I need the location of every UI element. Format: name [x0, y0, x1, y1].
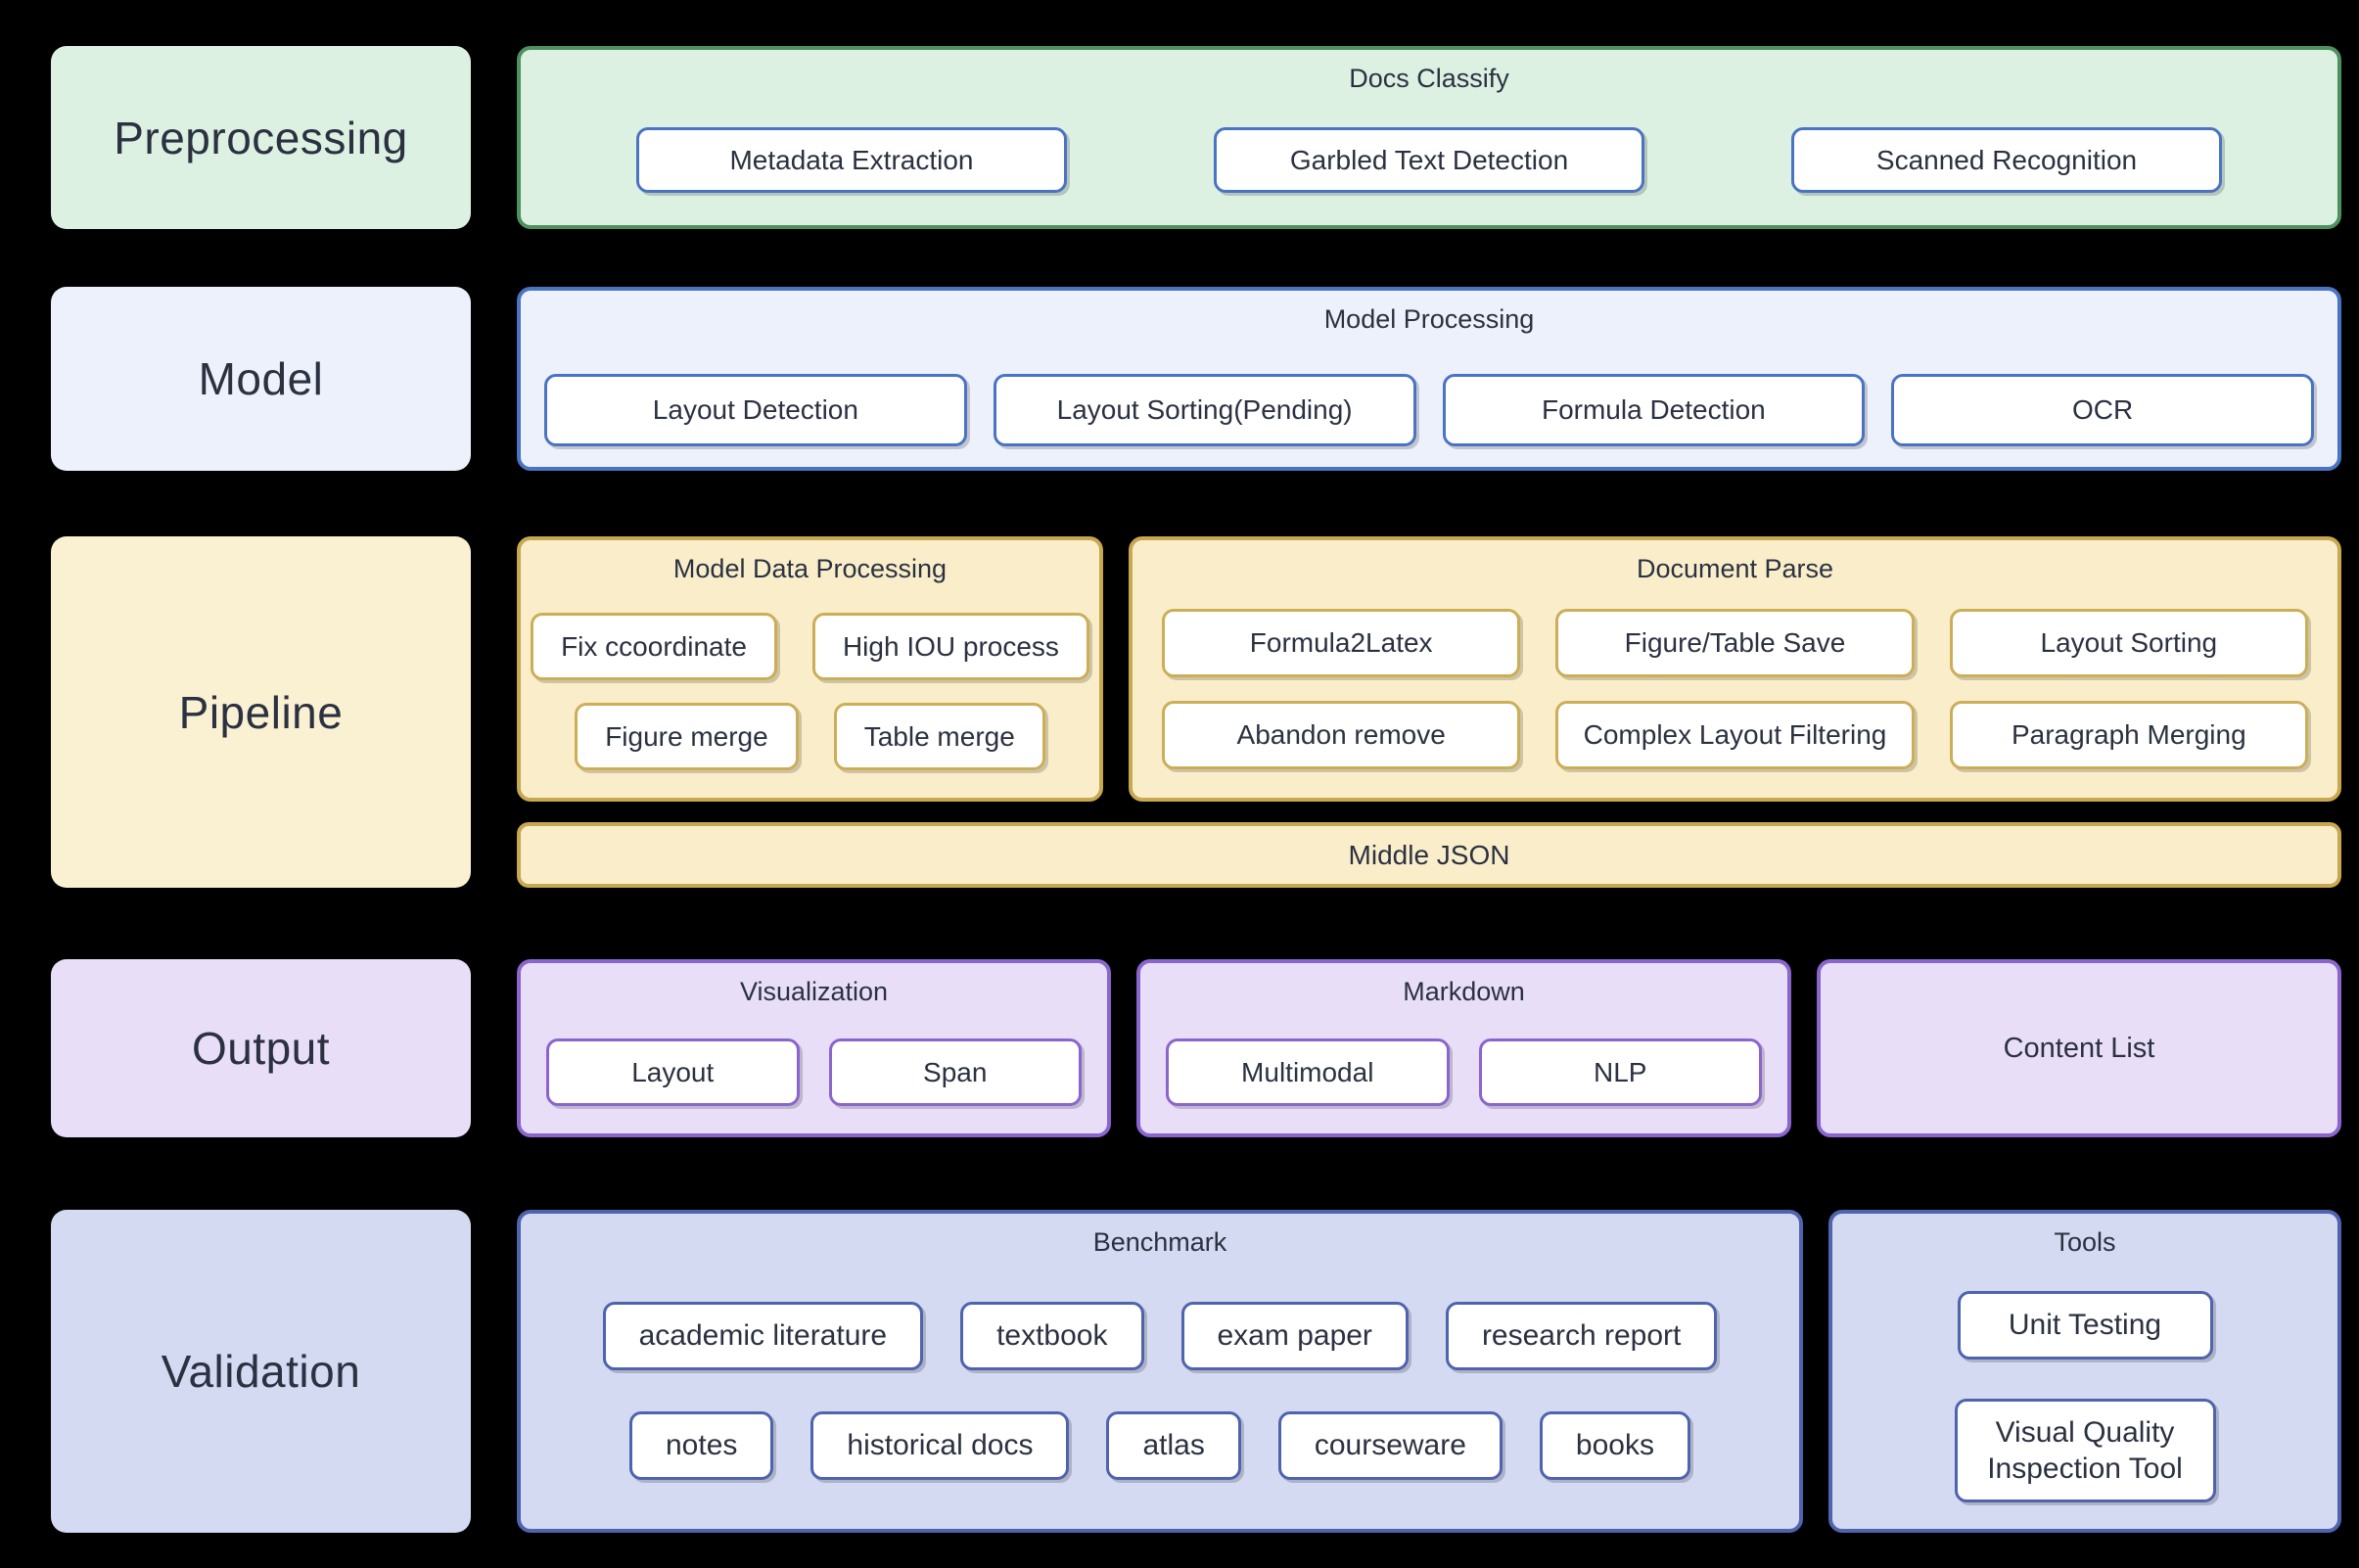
box-exam-paper: exam paper — [1180, 1302, 1409, 1370]
box-layout-sorting-pending: Layout Sorting(Pending) — [993, 374, 1416, 446]
box-unit-testing: Unit Testing — [1957, 1291, 2213, 1360]
visualization-title: Visualization — [739, 977, 889, 1006]
document-parse-row1: Formula2Latex Figure/Table Save Layout S… — [1162, 609, 2308, 677]
box-figure-table-save: Figure/Table Save — [1555, 609, 1915, 677]
markdown-items: Multimodal NLP — [1166, 1038, 1762, 1106]
row-preprocessing: Preprocessing Docs Classify Metadata Ext… — [51, 46, 2341, 229]
validation-containers: Benchmark academic literature textbook e… — [517, 1210, 2341, 1533]
box-scanned-recognition: Scanned Recognition — [1791, 127, 2222, 193]
box-high-iou-process: High IOU process — [811, 613, 1089, 680]
container-model-processing: Model Processing Layout Detection Layout… — [517, 287, 2341, 471]
box-ocr: OCR — [1891, 374, 2314, 446]
box-courseware: courseware — [1277, 1411, 1503, 1480]
row-pipeline-content: Model Data Processing Fix ccoordinate Hi… — [517, 536, 2341, 888]
container-document-parse: Document Parse Formula2Latex Figure/Tabl… — [1129, 536, 2341, 802]
row-model: Model Model Processing Layout Detection … — [51, 287, 2341, 471]
container-visualization: Visualization Layout Span — [517, 959, 1111, 1137]
box-complex-layout-filtering: Complex Layout Filtering — [1555, 701, 1915, 769]
box-textbook: textbook — [960, 1302, 1144, 1370]
box-abandon-remove: Abandon remove — [1162, 701, 1521, 769]
row-output: Output Visualization Layout Span Markdow… — [51, 959, 2341, 1137]
model-data-processing-row1: Fix ccoordinate High IOU process — [521, 613, 1099, 680]
row-model-content: Model Processing Layout Detection Layout… — [517, 287, 2341, 471]
model-data-processing-title: Model Data Processing — [672, 554, 948, 583]
box-paragraph-merging: Paragraph Merging — [1949, 701, 2308, 769]
row-preprocessing-content: Docs Classify Metadata Extraction Garble… — [517, 46, 2341, 229]
container-tools: Tools Unit Testing Visual Quality Inspec… — [1828, 1210, 2341, 1533]
row-validation-content: Benchmark academic literature textbook e… — [517, 1210, 2341, 1533]
document-parse-title: Document Parse — [1636, 554, 1834, 583]
box-table-merge: Table merge — [833, 703, 1045, 770]
tools-title: Tools — [2054, 1227, 2116, 1257]
stage-label-output: Output — [51, 959, 471, 1137]
docs-classify-items: Metadata Extraction Garbled Text Detecti… — [521, 127, 2337, 193]
box-garbled-text-detection: Garbled Text Detection — [1214, 127, 1644, 193]
benchmark-title: Benchmark — [1092, 1227, 1227, 1257]
box-layout-sorting: Layout Sorting — [1949, 609, 2308, 677]
pipeline-containers: Model Data Processing Fix ccoordinate Hi… — [517, 536, 2341, 802]
box-visual-quality-inspection-tool: Visual Quality Inspection Tool — [1954, 1399, 2216, 1502]
box-fix-ccoordinate: Fix ccoordinate — [531, 613, 777, 680]
stage-label-model: Model — [51, 287, 471, 471]
model-processing-items: Layout Detection Layout Sorting(Pending)… — [544, 374, 2314, 446]
document-parse-row2: Abandon remove Complex Layout Filtering … — [1162, 701, 2308, 769]
model-processing-title: Model Processing — [1323, 304, 1535, 334]
box-formula-detection: Formula Detection — [1442, 374, 1866, 446]
box-books: books — [1539, 1411, 1690, 1480]
box-multimodal: Multimodal — [1166, 1038, 1450, 1106]
benchmark-row2: notes historical docs atlas courseware b… — [521, 1411, 1799, 1480]
box-layout: Layout — [546, 1038, 800, 1106]
box-formula2latex: Formula2Latex — [1162, 609, 1521, 677]
box-layout-detection: Layout Detection — [544, 374, 967, 446]
box-research-report: research report — [1445, 1302, 1718, 1370]
box-figure-merge: Figure merge — [575, 703, 799, 770]
box-notes: notes — [629, 1411, 774, 1480]
container-docs-classify: Docs Classify Metadata Extraction Garble… — [517, 46, 2341, 229]
container-content-list: Content List — [1817, 959, 2341, 1137]
stage-label-preprocessing: Preprocessing — [51, 46, 471, 229]
container-model-data-processing: Model Data Processing Fix ccoordinate Hi… — [517, 536, 1103, 802]
stage-label-validation: Validation — [51, 1210, 471, 1533]
row-validation: Validation Benchmark academic literature… — [51, 1210, 2341, 1533]
benchmark-row1: academic literature textbook exam paper … — [521, 1302, 1799, 1370]
box-academic-literature: academic literature — [602, 1302, 924, 1370]
visualization-items: Layout Span — [546, 1038, 1082, 1106]
container-markdown: Markdown Multimodal NLP — [1136, 959, 1791, 1137]
middle-json-bar: Middle JSON — [517, 822, 2341, 888]
docs-classify-title: Docs Classify — [1349, 64, 1509, 93]
stage-label-pipeline: Pipeline — [51, 536, 471, 888]
box-span: Span — [828, 1038, 1082, 1106]
box-nlp: NLP — [1478, 1038, 1762, 1106]
model-data-processing-row2: Figure merge Table merge — [521, 703, 1099, 770]
markdown-title: Markdown — [1403, 977, 1525, 1006]
box-historical-docs: historical docs — [810, 1411, 1070, 1480]
row-output-content: Visualization Layout Span Markdown Multi… — [517, 959, 2341, 1137]
box-atlas: atlas — [1106, 1411, 1241, 1480]
box-metadata-extraction: Metadata Extraction — [636, 127, 1067, 193]
output-containers: Visualization Layout Span Markdown Multi… — [517, 959, 2341, 1137]
row-pipeline: Pipeline Model Data Processing Fix ccoor… — [51, 536, 2341, 888]
container-benchmark: Benchmark academic literature textbook e… — [517, 1210, 1803, 1533]
